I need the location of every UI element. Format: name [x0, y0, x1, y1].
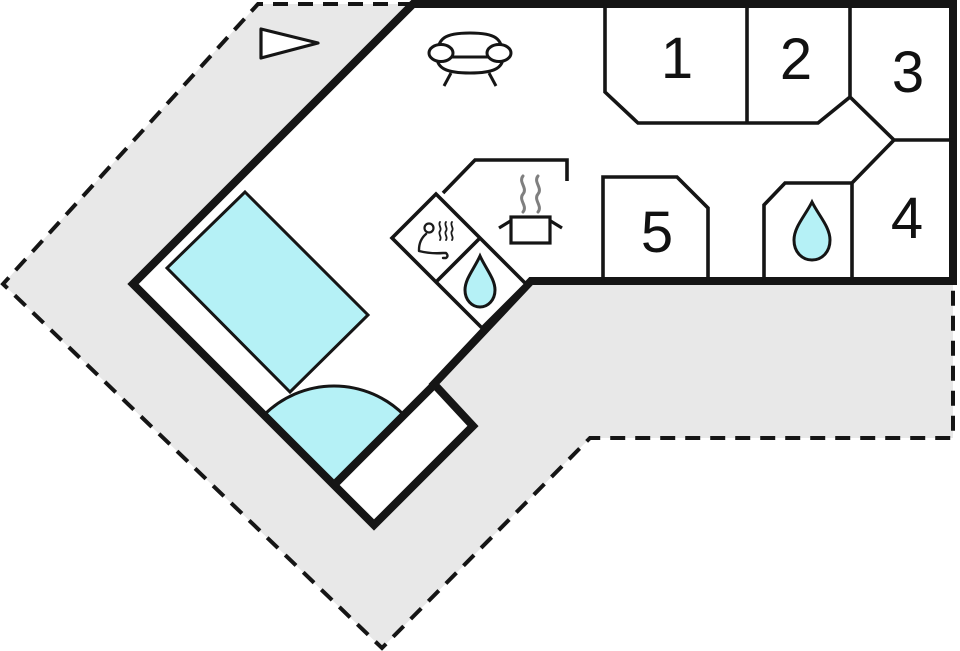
swimming-pool — [164, 189, 371, 395]
sofa-armrest-right — [485, 43, 513, 63]
terrace-area — [3, 4, 953, 648]
room-1-label: 1 — [661, 26, 693, 91]
steam-wave — [520, 174, 526, 214]
room-5-label: 5 — [641, 200, 673, 265]
pot-body — [509, 215, 552, 245]
pool-steps — [261, 384, 407, 488]
sofa-icon — [427, 31, 513, 87]
sofa-leg-left — [442, 72, 453, 87]
sauna-steam-wave — [444, 221, 448, 241]
room-3-label: 3 — [892, 40, 924, 105]
room-2-label: 2 — [780, 27, 812, 92]
sauna-person-body — [417, 232, 449, 260]
sauna-steam-wave — [438, 221, 442, 241]
room-4-label: 4 — [891, 186, 923, 251]
sauna-icon — [417, 221, 454, 260]
pool-room-partition-wall — [331, 382, 437, 488]
steam-wave — [535, 174, 541, 214]
sofa-armrest-left — [427, 43, 455, 63]
water-drop-icon-shower — [463, 252, 497, 309]
interior-walls — [441, 4, 953, 281]
entrance-arrow-icon — [259, 27, 320, 60]
sauna-shower-divider-wall — [434, 236, 482, 284]
sofa-leg-right — [487, 72, 498, 87]
sauna-person-head — [423, 222, 435, 234]
water-drop-icon-bathroom — [792, 198, 832, 262]
stove-icon — [498, 174, 563, 245]
sauna-steam-wave — [450, 221, 454, 241]
exterior-walls — [127, 0, 957, 531]
